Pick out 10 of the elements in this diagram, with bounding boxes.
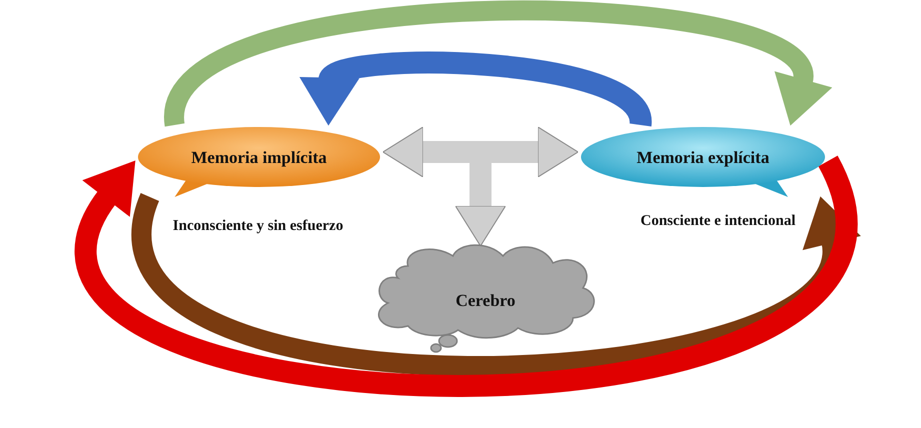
curved-arrow: [76, 154, 857, 397]
node-label: Cerebro: [456, 290, 516, 310]
curved-arrow: [133, 196, 860, 376]
node-label: Memoria implícita: [191, 148, 327, 168]
block-arrow: [382, 126, 578, 178]
node-label: Consciente e intencional: [640, 213, 796, 230]
curved-arrow: [298, 52, 652, 128]
block-arrow: [455, 160, 506, 246]
node-label: Memoria explícita: [636, 148, 770, 168]
node-label: Inconsciente y sin esfuerzo: [172, 218, 344, 235]
